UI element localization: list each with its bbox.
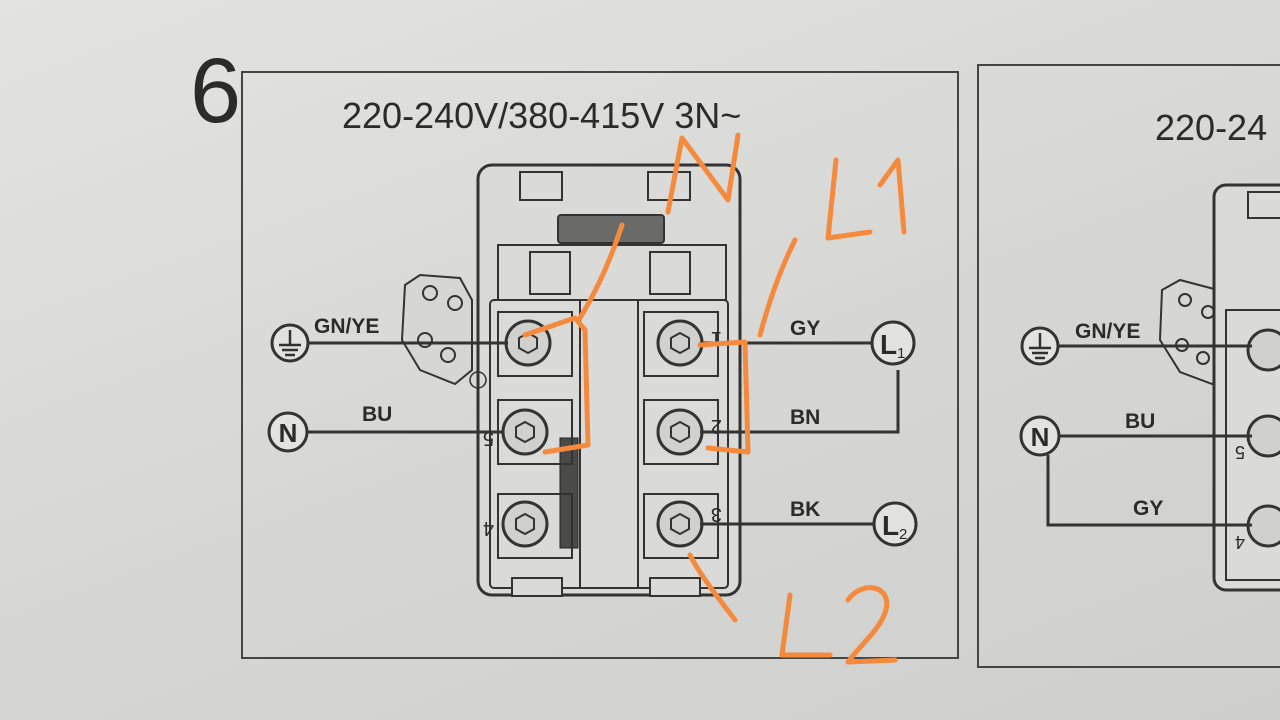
top-clip (1247, 191, 1280, 219)
earth-wire-label: GN/YE (314, 315, 379, 338)
l1-terminal-subscript: 1 (897, 345, 905, 362)
handwritten-l2-letter-2 (845, 585, 898, 665)
plate-hole (447, 295, 463, 311)
annotation-line-n (577, 222, 625, 321)
annotation-line-l2 (687, 552, 738, 623)
terminal-number-3: 3 (711, 503, 722, 525)
l1-terminal-circle (870, 320, 916, 366)
plate-hole (1178, 293, 1192, 307)
right-terminal-number-4: 4 (1235, 532, 1245, 552)
upper-bracket (497, 244, 727, 301)
bottom-clip (511, 577, 563, 597)
right-terminal-block (1212, 183, 1280, 592)
wire-l1-bn (700, 370, 900, 434)
annotation-bracket-n (522, 315, 591, 455)
top-clip (519, 171, 563, 201)
terminal-number-1: 1 (711, 327, 722, 349)
right-wire-gy (1046, 455, 1252, 527)
right-earth-wire-label: GN/YE (1075, 320, 1140, 343)
handwritten-n-letter (665, 132, 741, 215)
terminal-cell (497, 493, 573, 559)
neutral-terminal-label: N (279, 418, 298, 448)
plate-hole (417, 332, 433, 348)
right-gy-wire-label: GY (1133, 497, 1163, 520)
left-panel-frame (241, 71, 959, 659)
l2-terminal-subscript: 2 (899, 526, 907, 543)
bottom-clip (649, 577, 701, 597)
voltage-title: 220-240V/380-415V 3N~ (342, 95, 741, 136)
step-number: 6 (190, 40, 241, 142)
screw-2 (656, 408, 704, 456)
screw-4 (501, 500, 549, 548)
earth-mark-icon (469, 371, 487, 389)
plate-hole (440, 347, 456, 363)
terminal-number-2: 2 (711, 415, 722, 437)
right-earth-ground-icon (1020, 326, 1060, 366)
right-screw (1246, 504, 1280, 548)
right-screw (1246, 328, 1280, 372)
screw-1 (656, 319, 704, 367)
l2-terminal-circle (872, 501, 918, 547)
neutral-terminal-circle (267, 411, 309, 453)
l2-terminal-label: L (882, 510, 899, 541)
l2-wire-label: BK (790, 498, 820, 521)
bn-wire-label: BN (790, 406, 820, 429)
l1-terminal-label: L (880, 329, 897, 360)
right-terminal-inner (1225, 309, 1280, 581)
neutral-wire-label: BU (362, 403, 392, 426)
terminal-number-5: 5 (483, 427, 494, 449)
l1-wire-label: GY (790, 317, 820, 340)
earth-ground-icon (270, 323, 310, 363)
handwritten-l1-letter-1 (877, 157, 907, 235)
plate-hole (422, 285, 438, 301)
terminal-cell (643, 493, 719, 559)
right-neutral-wire-label: BU (1125, 410, 1155, 433)
handwritten-annotations (522, 132, 907, 665)
handwritten-l1-letter-l (825, 157, 873, 241)
right-neutral-terminal-label: N (1031, 422, 1050, 452)
right-neutral-terminal-circle (1019, 415, 1061, 457)
right-terminal-number-5: 5 (1235, 442, 1245, 462)
terminal-number-4: 4 (483, 517, 494, 539)
right-voltage-title: 220-24 (1155, 107, 1267, 148)
terminal-block (476, 163, 742, 597)
right-screw (1246, 414, 1280, 458)
handwritten-l2-letter-l (779, 592, 833, 658)
plate-hole (1196, 351, 1210, 365)
bracket-slot (529, 251, 571, 295)
screw-3 (656, 500, 704, 548)
screw-5 (501, 408, 549, 456)
cover-strip (557, 214, 665, 244)
annotation-bracket-l1 (697, 339, 751, 455)
annotation-line-l1 (757, 237, 798, 338)
right-panel-frame (977, 64, 1280, 668)
bracket-slot (649, 251, 691, 295)
